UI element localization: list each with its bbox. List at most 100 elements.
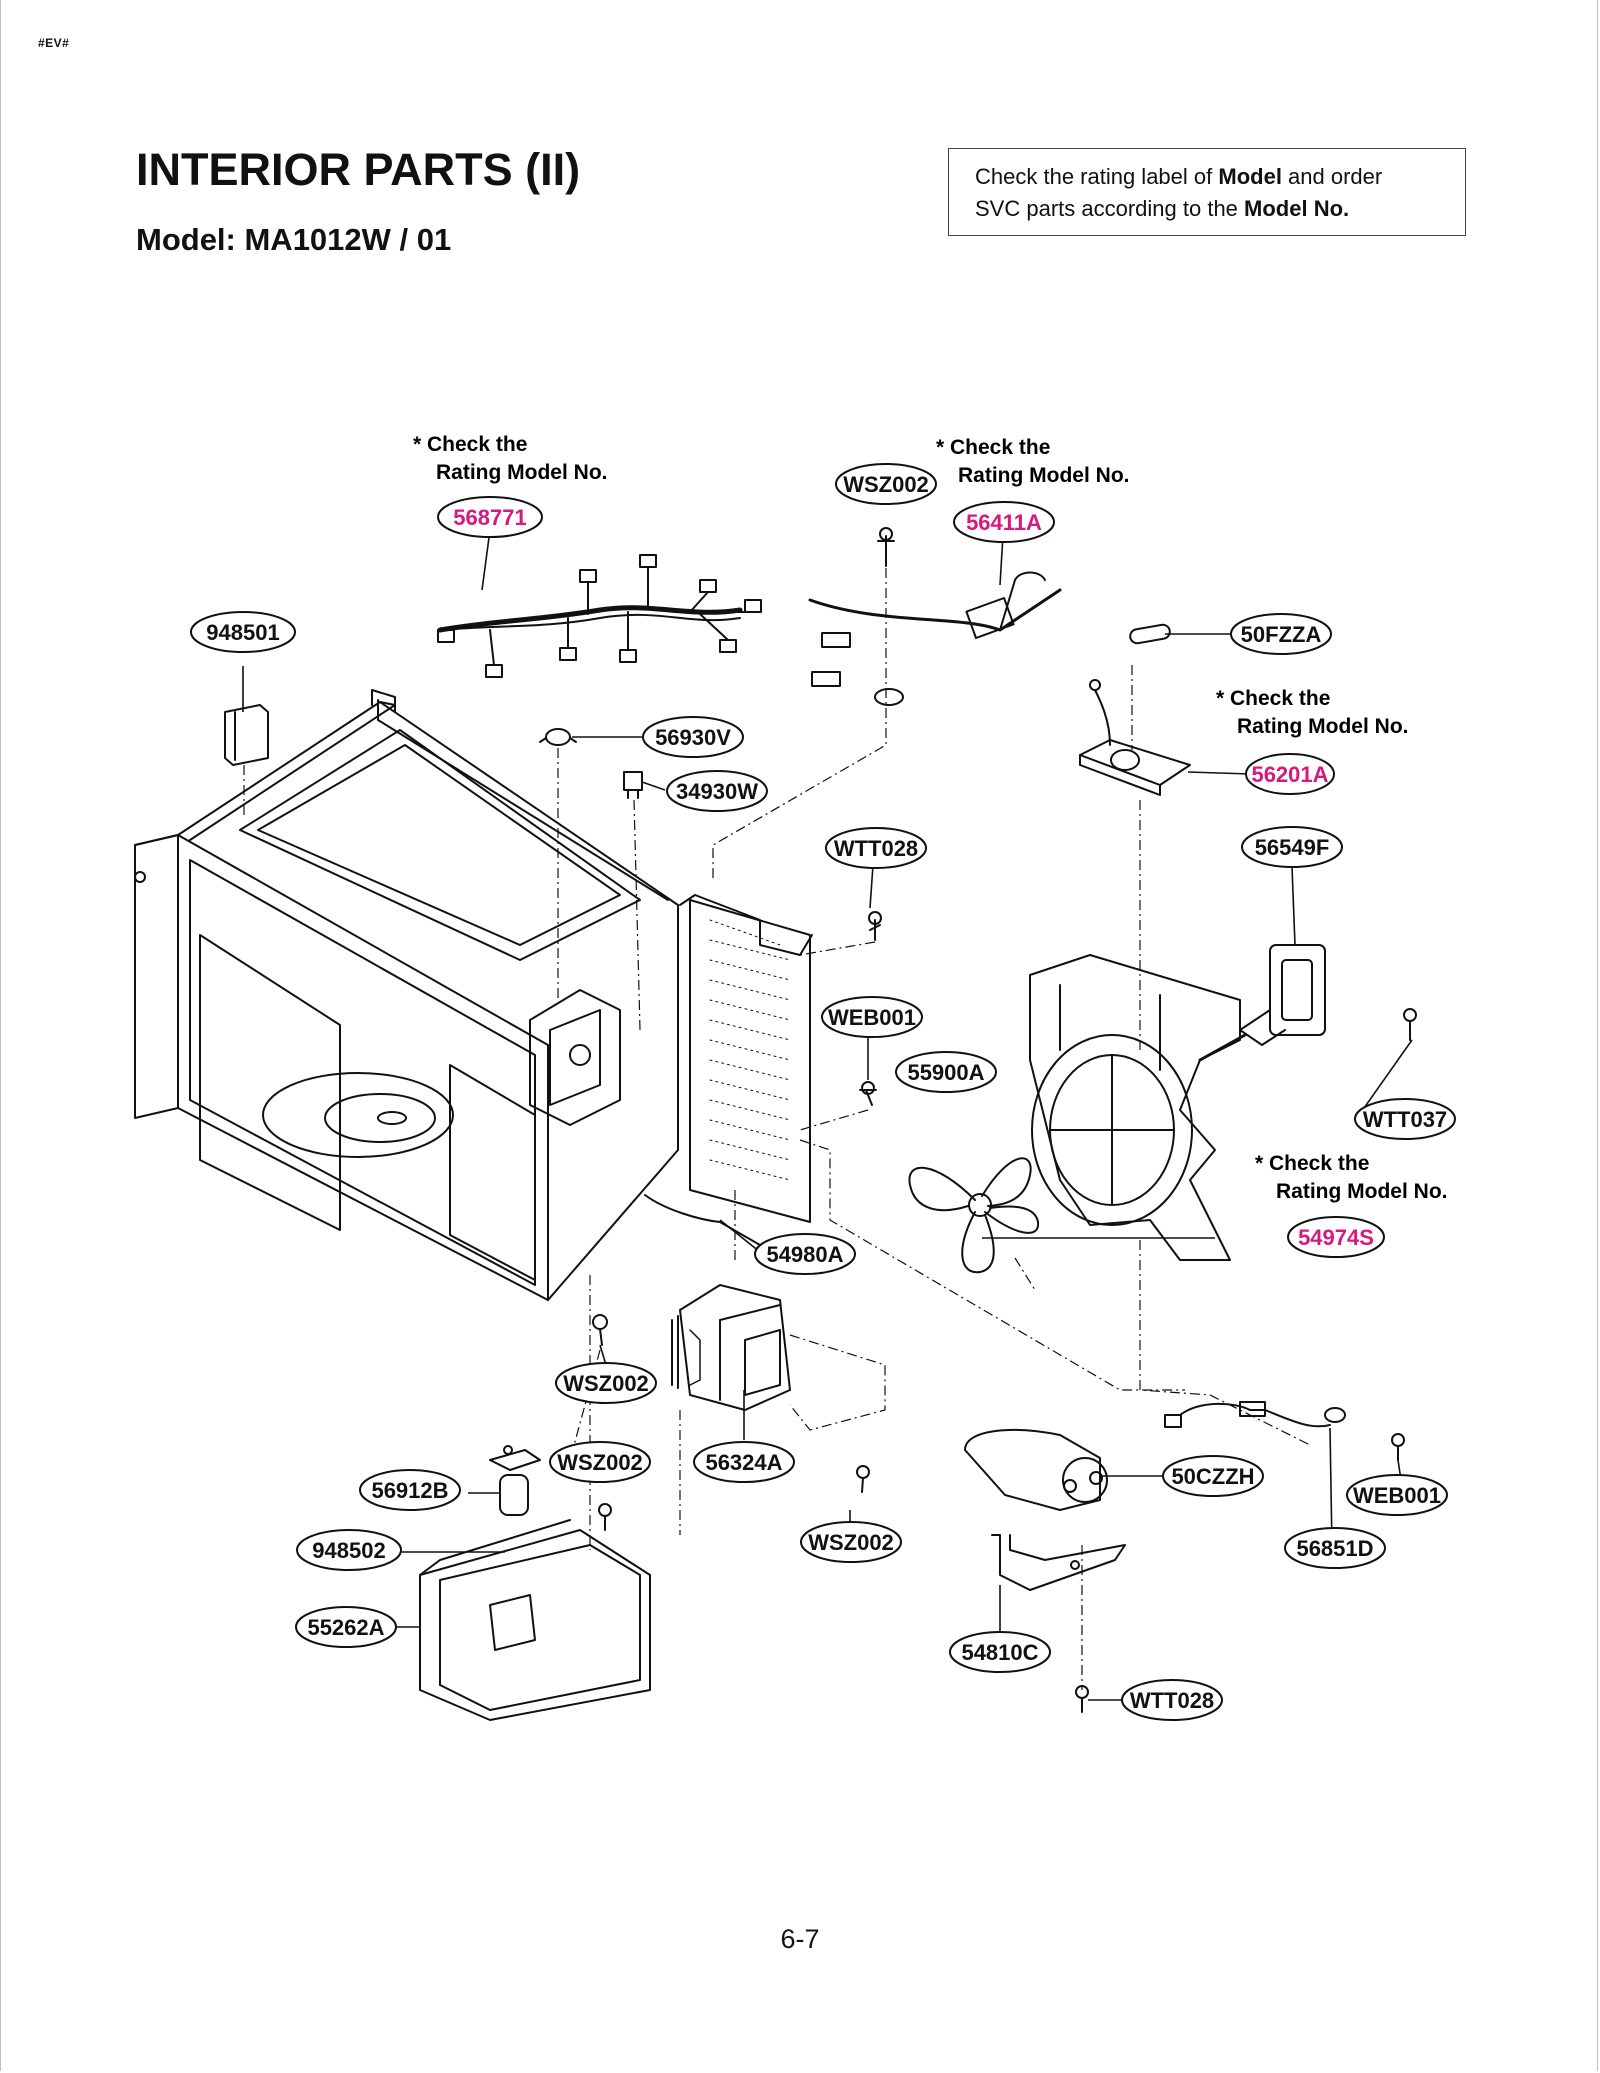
callout-56549f-label: 56549F: [1255, 835, 1330, 860]
oven-cavity: [134, 689, 679, 1301]
callout-948502-ellipse: [296, 1529, 402, 1571]
callout-568771-ellipse: [437, 496, 543, 538]
noise-filter-board: [1079, 679, 1191, 796]
lamp-wire: [644, 1194, 761, 1246]
callout-50fzza-label: 50FZZA: [1241, 622, 1322, 647]
callout-wtt028-top-ellipse: [825, 827, 927, 869]
callout-wsz002-top-label: WSZ002: [843, 472, 929, 497]
callout-56912b: 56912B: [359, 1469, 461, 1511]
thermostat: [539, 728, 577, 746]
notice-line-1: Check the rating label of Model and orde…: [975, 164, 1383, 189]
fan-blade: [908, 1157, 1040, 1274]
callout-wsz002-bottom-ellipse: [800, 1521, 902, 1563]
callout-56930v: 56930V: [642, 716, 744, 758]
rating-notes: * Check the Rating Model No. * Check the…: [413, 433, 1448, 1203]
callout-54974s-label: 54974S: [1298, 1225, 1374, 1250]
callout-wsz002-mid-ellipse: [555, 1362, 657, 1404]
callout-56324a-ellipse: [693, 1441, 795, 1483]
callout-50czzh: 50CZZH: [1162, 1455, 1264, 1497]
wire-harness: [437, 554, 762, 678]
h-v-capacitor: [964, 1429, 1108, 1511]
callout-web001-mid-label: WEB001: [828, 1005, 916, 1030]
callout-wsz002-low: WSZ002: [549, 1441, 651, 1483]
part-callouts: 568771 WSZ002 56411A 948501 50FZZA 56930…: [190, 463, 1456, 1721]
rating-label-notice: Check the rating label of Model and orde…: [948, 148, 1466, 236]
note-54974s-line1: * Check the: [1255, 1152, 1369, 1175]
page-title: INTERIOR PARTS (II): [136, 144, 581, 195]
note-568771-line1: * Check the: [413, 433, 527, 456]
callout-56549f: 56549F: [1241, 826, 1343, 868]
callout-56930v-label: 56930V: [655, 725, 731, 750]
assembly-lines: [243, 568, 1311, 1690]
callout-wtt028-bottom: WTT028: [1121, 1679, 1223, 1721]
callout-56411a-label: 56411A: [966, 510, 1042, 535]
callout-wtt028-bottom-label: WTT028: [1130, 1688, 1214, 1713]
callout-55900a-ellipse: [895, 1051, 997, 1093]
leader-lines: [242, 529, 1413, 1701]
screws: [592, 527, 1417, 1713]
callout-wtt028-top: WTT028: [825, 827, 927, 869]
callout-wtt028-top-label: WTT028: [834, 836, 918, 861]
switch-bracket: [529, 989, 621, 1126]
callout-wsz002-top: WSZ002: [835, 463, 937, 505]
callout-55262a-ellipse: [295, 1606, 397, 1648]
callout-54974s: 54974S: [1287, 1216, 1385, 1258]
callout-54980a-ellipse: [754, 1233, 856, 1275]
callout-wtt037-ellipse: [1354, 1098, 1456, 1140]
air-guide-housing: [1029, 954, 1241, 1261]
note-56201a-line1: * Check the: [1216, 687, 1330, 710]
callout-56851d-label: 56851D: [1296, 1536, 1373, 1561]
callout-56912b-ellipse: [359, 1469, 461, 1511]
callout-56411a-ellipse: [953, 501, 1055, 543]
callout-wsz002-bottom: WSZ002: [800, 1521, 902, 1563]
page-number: 6-7: [780, 1924, 820, 1954]
callout-56324a: 56324A: [693, 1441, 795, 1483]
fuse: [1129, 623, 1171, 645]
callout-56324a-label: 56324A: [705, 1450, 782, 1475]
callout-wsz002-top-ellipse: [835, 463, 937, 505]
callout-56549f-ellipse: [1241, 826, 1343, 868]
callout-50czzh-label: 50CZZH: [1171, 1464, 1254, 1489]
callout-568771-label: 568771: [453, 505, 526, 530]
callout-948501-label: 948501: [206, 620, 279, 645]
callout-56851d-ellipse: [1284, 1527, 1386, 1569]
notice-line-2: SVC parts according to the Model No.: [975, 196, 1350, 221]
h-v-diode: [1164, 1401, 1346, 1428]
callout-54810c: 54810C: [949, 1631, 1051, 1673]
callout-34930w: 34930W: [666, 770, 768, 812]
callout-56411a: 56411A: [953, 501, 1055, 543]
callout-34930w-ellipse: [666, 770, 768, 812]
control-panel-plate: [679, 894, 813, 1223]
power-cord: [808, 571, 1062, 706]
page-tag: #EV#: [38, 36, 70, 50]
callout-wsz002-bottom-label: WSZ002: [808, 1530, 894, 1555]
callout-948501-ellipse: [190, 611, 296, 653]
callout-web001-low-ellipse: [1346, 1474, 1448, 1516]
callout-50czzh-ellipse: [1162, 1455, 1264, 1497]
fan-motor: [1198, 944, 1326, 1062]
callout-56201a-ellipse: [1245, 753, 1335, 795]
note-56411a-line1: * Check the: [936, 436, 1050, 459]
latch-block: [224, 704, 269, 766]
callout-55262a: 55262A: [295, 1606, 397, 1648]
callout-web001-mid-ellipse: [821, 996, 923, 1038]
note-56201a-line2: Rating Model No.: [1237, 715, 1409, 738]
callout-50fzza-ellipse: [1230, 613, 1332, 655]
model-subtitle: Model: MA1012W / 01: [136, 222, 452, 257]
callout-50fzza: 50FZZA: [1230, 613, 1332, 655]
callout-568771: 568771: [437, 496, 543, 538]
callout-web001-low: WEB001: [1346, 1474, 1448, 1516]
callout-wsz002-low-ellipse: [549, 1441, 651, 1483]
note-568771-line2: Rating Model No.: [436, 461, 608, 484]
callout-55900a-label: 55900A: [907, 1060, 984, 1085]
callout-wtt028-bottom-ellipse: [1121, 1679, 1223, 1721]
note-54974s-line2: Rating Model No.: [1276, 1180, 1448, 1203]
callout-wsz002-mid: WSZ002: [555, 1362, 657, 1404]
callout-wtt037-label: WTT037: [1363, 1107, 1447, 1132]
callout-wsz002-mid-label: WSZ002: [563, 1371, 649, 1396]
callout-56201a-label: 56201A: [1251, 762, 1328, 787]
magnetron: [671, 1284, 791, 1411]
callout-55900a: 55900A: [895, 1051, 997, 1093]
callout-56851d: 56851D: [1284, 1527, 1386, 1569]
